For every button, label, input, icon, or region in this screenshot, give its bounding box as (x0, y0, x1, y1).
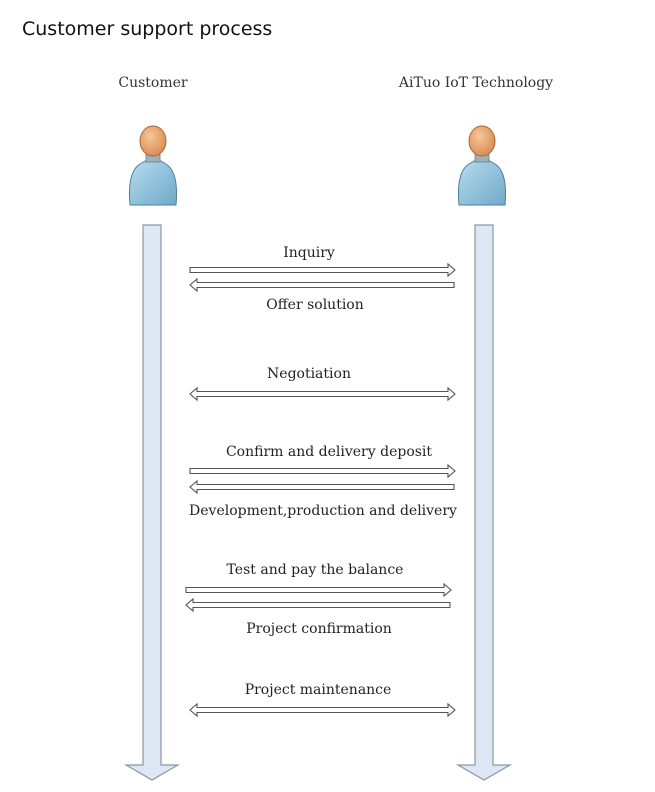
message-label-inquiry: Inquiry (283, 245, 335, 261)
page-title: Customer support process (22, 18, 273, 40)
message-label-confirm-deposit: Confirm and delivery deposit (225, 444, 433, 460)
customer-lifeline (123, 224, 181, 781)
message-label-offer-solution: Offer solution (266, 297, 364, 313)
message-label-test-pay: Test and pay the balance (226, 562, 404, 578)
message-arrow-offer-solution (189, 277, 455, 293)
message-label-maintenance: Project maintenance (244, 682, 392, 698)
company-lifeline (455, 224, 513, 781)
company-person-icon (458, 125, 506, 206)
actor-label-customer: Customer (118, 75, 188, 91)
actor-label-company: AiTuo IoT Technology (398, 75, 554, 91)
message-arrow-project-confirmation (185, 597, 451, 613)
message-arrow-inquiry (189, 262, 456, 278)
message-arrow-maintenance (189, 702, 456, 718)
message-arrow-confirm-deposit (189, 463, 456, 479)
customer-person-icon (129, 125, 177, 206)
message-label-negotiation: Negotiation (267, 366, 351, 382)
message-arrow-test-pay (185, 582, 452, 598)
message-label-development: Development,production and delivery (189, 503, 457, 519)
message-label-project-confirmation: Project confirmation (246, 621, 392, 637)
message-arrow-negotiation (189, 386, 456, 402)
message-arrow-development (189, 479, 455, 495)
